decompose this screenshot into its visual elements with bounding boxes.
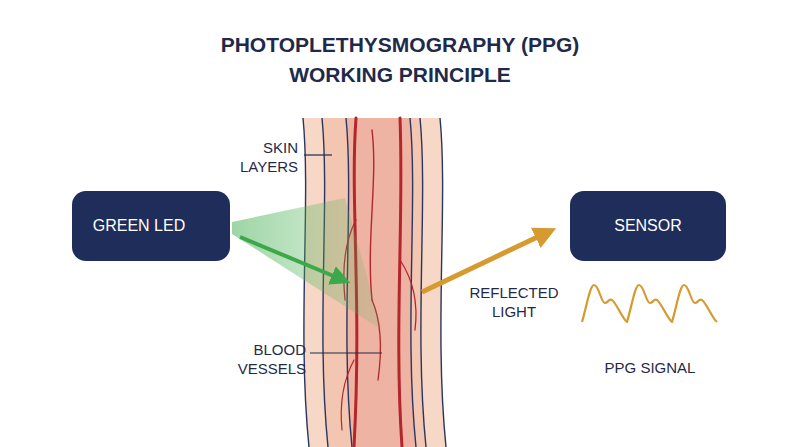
box-label: SENSOR [614,217,682,235]
incident-light-arrow [240,237,343,280]
part-label: BLOOD VESSELS [236,340,306,378]
reflected-light-arrow [422,232,548,292]
box-label: GREEN LED [93,217,185,235]
light-beam [232,198,382,330]
led-dot [203,219,216,232]
device-box: GREEN LED [72,191,230,261]
signal-label: REFLECTED LIGHT [462,283,566,321]
leader-line [304,154,332,155]
signal-label: PPG SIGNAL [590,358,710,377]
diagram-title: PHOTOPLETHYSMOGRAPHY (PPG) WORKING PRINC… [200,30,600,90]
part-label: SKIN LAYERS [228,138,298,176]
device-box: SENSOR [570,191,726,261]
layer-boundary [420,118,426,447]
leader-line [310,352,382,353]
ppg-waveform [582,285,717,322]
